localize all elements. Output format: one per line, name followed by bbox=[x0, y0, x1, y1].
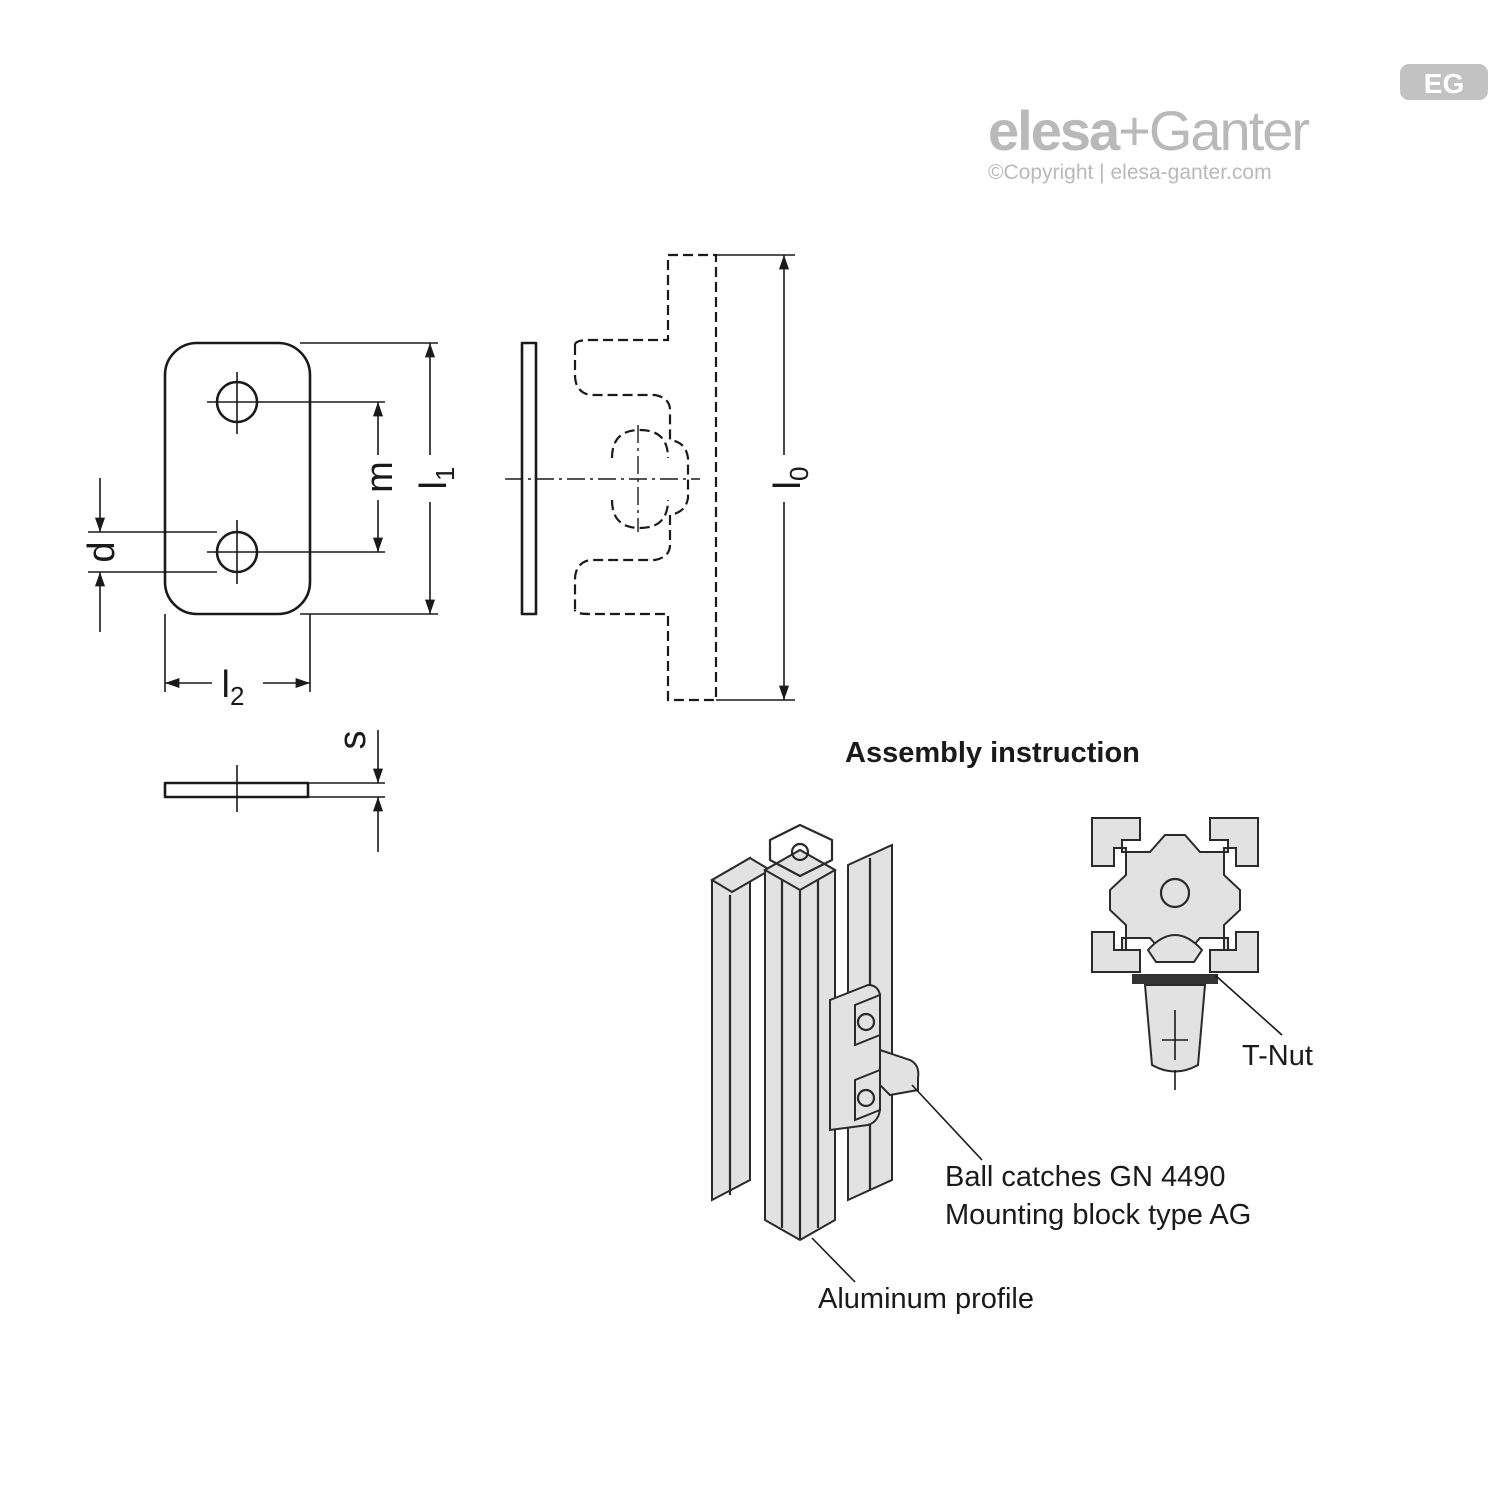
logo-copyright: ©Copyright | elesa-ganter.com bbox=[988, 161, 1272, 184]
dim-m-label: m bbox=[359, 461, 401, 493]
svg-text:elesa+Ganter: elesa+Ganter bbox=[988, 99, 1309, 162]
eg-badge-icon bbox=[1400, 64, 1488, 100]
svg-text:l2: l2 bbox=[222, 664, 245, 711]
mounting-block-label: Mounting block type AG bbox=[945, 1199, 1251, 1231]
dimension-l1: l1 bbox=[413, 343, 460, 614]
profile-leader bbox=[811, 1237, 856, 1283]
dim-l0-label: l bbox=[767, 481, 809, 489]
dimension-m: m bbox=[359, 402, 401, 552]
plate-side-view bbox=[163, 765, 385, 812]
dim-l0-sub: 0 bbox=[784, 467, 814, 481]
dim-l1-label: l bbox=[413, 481, 455, 489]
dim-d-label: d bbox=[81, 541, 123, 562]
eg-badge-text: EG bbox=[1424, 68, 1464, 99]
assembly-heading: Assembly instruction bbox=[845, 737, 1140, 769]
dimension-l2: l2 bbox=[165, 664, 310, 711]
profile-end-view-illustration bbox=[1091, 817, 1259, 1090]
dim-l2-label: l bbox=[222, 664, 230, 706]
ball-catches-label: Ball catches GN 4490 bbox=[945, 1161, 1225, 1193]
t-nut-label: T-Nut bbox=[1242, 1040, 1313, 1072]
dimension-s: s bbox=[332, 730, 384, 852]
dim-l1-sub: 1 bbox=[430, 467, 460, 481]
plate-front-view bbox=[88, 341, 438, 692]
t-nut-leader bbox=[1214, 974, 1283, 1036]
aluminum-profile-illustration bbox=[710, 823, 920, 1242]
assembly-section-view bbox=[505, 253, 795, 702]
dim-s-label: s bbox=[332, 731, 374, 750]
svg-text:l0: l0 bbox=[767, 467, 814, 490]
dim-l2-sub: 2 bbox=[230, 681, 244, 711]
dimension-l0: l0 bbox=[767, 254, 814, 700]
logo-brand-right: Ganter bbox=[1149, 99, 1310, 162]
aluminum-profile-label: Aluminum profile bbox=[818, 1283, 1034, 1315]
logo-brand-left: elesa bbox=[988, 99, 1121, 162]
dimension-d: d bbox=[81, 478, 123, 632]
ball-catch-leader bbox=[911, 1084, 983, 1161]
logo-plus: + bbox=[1118, 99, 1149, 162]
svg-text:l1: l1 bbox=[413, 467, 460, 490]
elesa-ganter-logo: EG elesa+Ganter ©Copyright | elesa-gante… bbox=[988, 64, 1488, 184]
